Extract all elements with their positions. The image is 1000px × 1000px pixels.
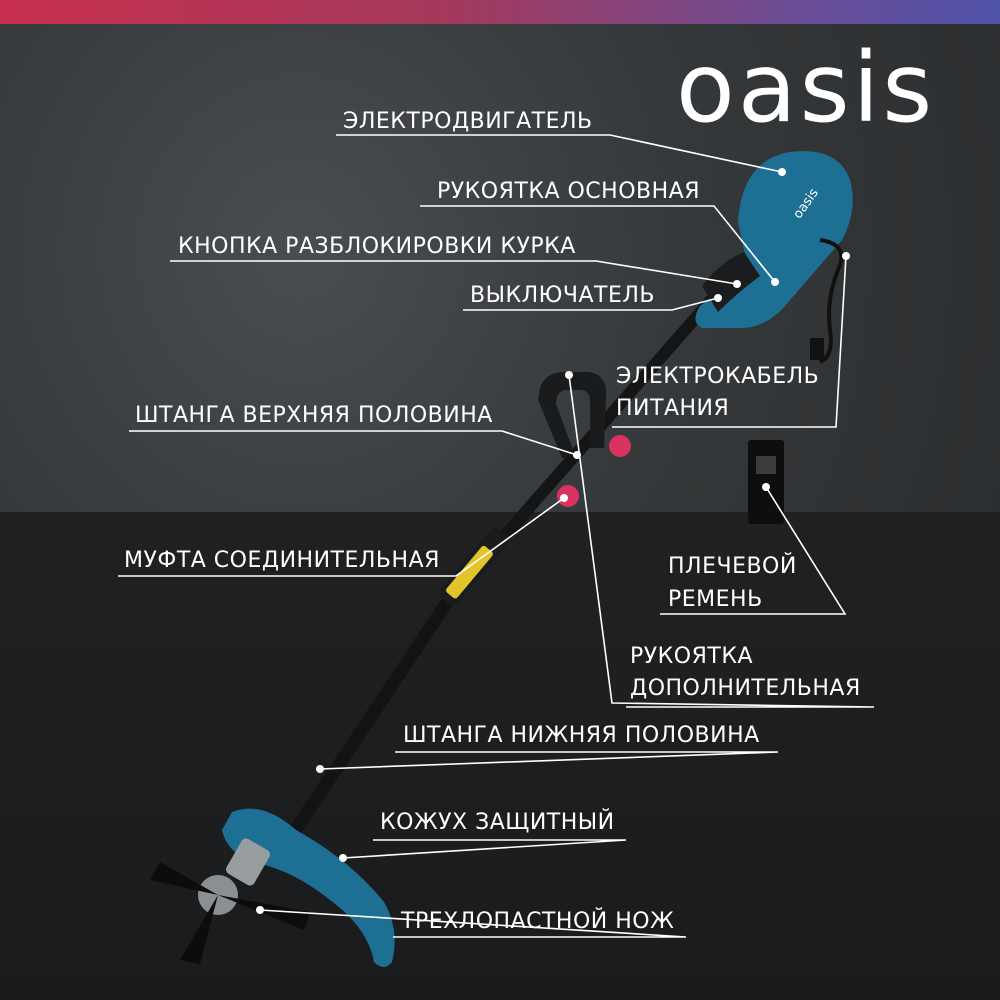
- power-plug: [810, 338, 824, 360]
- background-lower-band: [0, 512, 1000, 1000]
- protective-guard: [222, 808, 395, 967]
- label-aux-handle-line1: РУКОЯТКА: [630, 644, 754, 669]
- label-coupling: МУФТА СОЕДИНИТЕЛЬНАЯ: [124, 548, 440, 573]
- coupling: [439, 527, 509, 606]
- label-motor: ЭЛЕКТРОДВИГАТЕЛЬ: [343, 109, 593, 134]
- label-upper-shaft: ШТАНГА ВЕРХНЯЯ ПОЛОВИНА: [135, 403, 493, 428]
- power-cable: [819, 238, 844, 364]
- shaft-lower: [283, 591, 457, 845]
- label-cable-line2: ПИТАНИЯ: [616, 396, 730, 421]
- label-blade: ТРЕХЛОПАСТНОЙ НОЖ: [401, 909, 675, 934]
- coupling-knob: [557, 485, 579, 507]
- three-blade-knife: [150, 862, 310, 964]
- label-strap-line2: РЕМЕНЬ: [668, 587, 763, 612]
- label-guard: КОЖУХ ЗАЩИТНЫЙ: [380, 810, 615, 835]
- label-strap-line1: ПЛЕЧЕВОЙ: [668, 554, 797, 579]
- top-gradient-bar: [0, 0, 1000, 24]
- brand-logo: oasis: [676, 32, 936, 144]
- aux-handle: [538, 372, 607, 458]
- label-leaders: [118, 134, 875, 938]
- label-lower-shaft: ШТАНГА НИЖНЯЯ ПОЛОВИНА: [403, 723, 760, 748]
- label-aux-handle-line2: ДОПОЛНИТЕЛЬНАЯ: [630, 676, 861, 701]
- label-trigger-unlock: КНОПКА РАЗБЛОКИРОВКИ КУРКА: [178, 234, 576, 259]
- label-cable-line1: ЭЛЕКТРОКАБЕЛЬ: [616, 364, 820, 389]
- label-main-handle: РУКОЯТКА ОСНОВНАЯ: [437, 179, 701, 204]
- label-switch: ВЫКЛЮЧАТЕЛЬ: [470, 283, 656, 308]
- shoulder-strap: [748, 440, 784, 524]
- aux-handle-knob: [609, 435, 631, 457]
